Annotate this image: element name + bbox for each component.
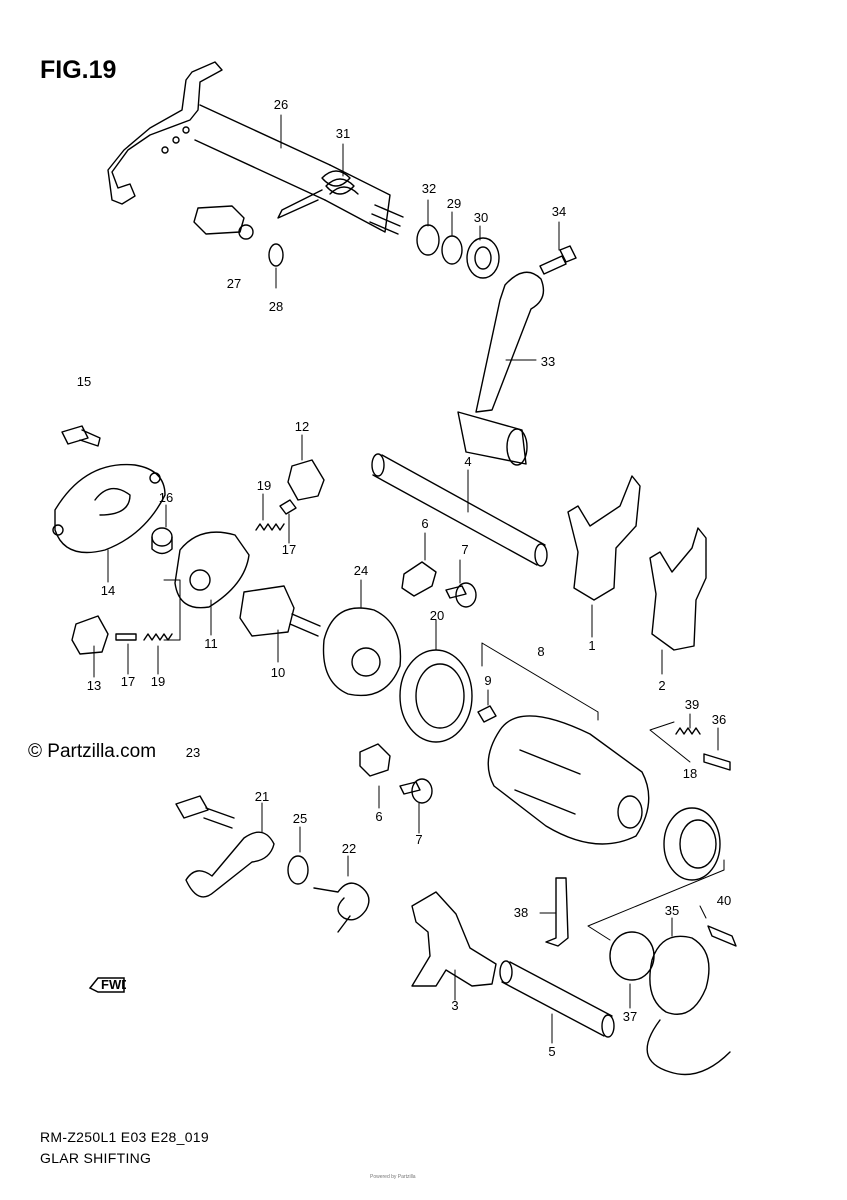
part-16-bushing[interactable] [151, 527, 173, 555]
part-32-circlip[interactable] [416, 224, 440, 256]
part-15-screw[interactable] [61, 425, 101, 447]
callout-c4[interactable]: 4 [464, 454, 471, 469]
callout-c7b[interactable]: 7 [415, 832, 422, 847]
callout-c35[interactable]: 35 [665, 903, 679, 918]
callout-c11[interactable]: 11 [204, 636, 218, 651]
callout-c7a[interactable]: 7 [461, 542, 468, 557]
part-11-cam-stopper-body[interactable] [174, 531, 250, 609]
fine-print: Powered by Partzilla [370, 1174, 416, 1180]
callout-c6a[interactable]: 6 [421, 516, 428, 531]
fwd-arrow-icon: FWD [88, 977, 126, 993]
part-24-cam-driven-gear[interactable] [322, 607, 402, 697]
part-2-shift-fork[interactable] [649, 527, 707, 651]
callout-c14[interactable]: 14 [101, 583, 115, 598]
part-20-bearing[interactable] [399, 649, 473, 743]
part-17-pin-upper[interactable] [279, 499, 297, 515]
callout-c22[interactable]: 22 [342, 841, 356, 856]
callout-c26[interactable]: 26 [274, 97, 288, 112]
callout-c34[interactable]: 34 [552, 204, 566, 219]
part-8-gearshift-cam[interactable] [487, 715, 650, 845]
callout-c1[interactable]: 1 [588, 638, 595, 653]
part-6-plate-upper[interactable] [401, 561, 437, 597]
callout-c3[interactable]: 3 [451, 998, 458, 1013]
callout-c33[interactable]: 33 [541, 354, 555, 369]
part-10-cam-guide[interactable] [239, 585, 321, 637]
part-7-bolt-upper[interactable] [445, 582, 477, 608]
part-3-shift-fork[interactable] [411, 891, 497, 987]
part-35-gear-position-sensor[interactable] [646, 935, 731, 1076]
callout-c28[interactable]: 28 [269, 299, 283, 314]
part-39-spring[interactable] [675, 727, 701, 735]
part-33-shift-lever[interactable] [457, 271, 545, 466]
callout-c8[interactable]: 8 [537, 644, 544, 659]
callout-c15[interactable]: 15 [77, 374, 91, 389]
callout-c18[interactable]: 18 [683, 766, 697, 781]
fwd-badge-label: FWD [101, 977, 126, 992]
leader-lines [93, 114, 725, 1044]
callout-c20[interactable]: 20 [430, 608, 444, 623]
callout-c21[interactable]: 21 [255, 789, 269, 804]
part-6-plate-lower[interactable] [359, 743, 391, 777]
callout-c40[interactable]: 40 [717, 893, 731, 908]
partzilla-watermark: © Partzilla.com [28, 741, 157, 762]
part-34-bolt[interactable] [539, 245, 577, 275]
callout-c10[interactable]: 10 [271, 665, 285, 680]
callout-c17a[interactable]: 17 [282, 542, 296, 557]
part-26-shift-shaft[interactable] [107, 61, 404, 235]
diagram-section-name: GLAR SHIFTING [40, 1150, 152, 1166]
part-37-o-ring[interactable] [609, 931, 655, 981]
callout-c32[interactable]: 32 [422, 181, 436, 196]
part-28-washer[interactable] [268, 243, 284, 267]
part-14-stopper-plate[interactable] [52, 463, 166, 554]
callout-c25[interactable]: 25 [293, 811, 307, 826]
part-25-washer[interactable] [287, 855, 309, 885]
callout-c2[interactable]: 2 [658, 678, 665, 693]
part-30-oil-seal[interactable] [466, 237, 500, 279]
callout-c36[interactable]: 36 [712, 712, 726, 727]
part-1-shift-fork[interactable] [567, 475, 641, 601]
callout-c37[interactable]: 37 [623, 1009, 637, 1024]
part-13-cam-stopper[interactable] [71, 615, 109, 655]
callout-c27[interactable]: 27 [227, 276, 241, 291]
callout-c38[interactable]: 38 [514, 905, 528, 920]
callout-c12[interactable]: 12 [295, 419, 309, 434]
callout-c17b[interactable]: 17 [121, 674, 135, 689]
callout-c5[interactable]: 5 [548, 1044, 555, 1059]
part-7-bolt-lower[interactable] [399, 778, 433, 804]
diagram-code: RM-Z250L1 E03 E28_019 [40, 1129, 209, 1145]
callout-c39[interactable]: 39 [685, 697, 699, 712]
part-12-cam-stopper[interactable] [287, 459, 325, 501]
part-29-washer[interactable] [441, 235, 463, 265]
part-19-spring-lower[interactable] [143, 633, 173, 641]
part-17-pin-lower[interactable] [115, 633, 137, 641]
callout-c24[interactable]: 24 [354, 563, 368, 578]
callout-c23[interactable]: 23 [186, 745, 200, 760]
part-4-fork-shaft[interactable] [371, 453, 548, 567]
part-21-bolt[interactable] [175, 795, 235, 829]
part-19-spring-upper[interactable] [255, 523, 285, 531]
part-38-clip[interactable] [545, 877, 569, 947]
figure-title: FIG.19 [40, 56, 117, 84]
part-27-pin[interactable] [193, 205, 254, 240]
callout-c30[interactable]: 30 [474, 210, 488, 225]
callout-c19b[interactable]: 19 [151, 674, 165, 689]
callout-c31[interactable]: 31 [336, 126, 350, 141]
part-5-fork-shaft[interactable] [499, 960, 615, 1038]
callout-c13[interactable]: 13 [87, 678, 101, 693]
part-31-return-spring[interactable] [277, 170, 359, 219]
part-9-pin[interactable] [477, 705, 497, 723]
part-40-bolt[interactable] [707, 925, 737, 947]
callout-c16[interactable]: 16 [159, 490, 173, 505]
callout-c19a[interactable]: 19 [257, 478, 271, 493]
part-36-pin[interactable] [703, 753, 731, 771]
callout-c6b[interactable]: 6 [375, 809, 382, 824]
part-22-spring[interactable] [313, 882, 370, 933]
callout-c29[interactable]: 29 [447, 196, 461, 211]
callout-c9[interactable]: 9 [484, 673, 491, 688]
part-40-bearing[interactable] [663, 807, 721, 881]
part-21-stopper-lever[interactable] [185, 831, 275, 898]
